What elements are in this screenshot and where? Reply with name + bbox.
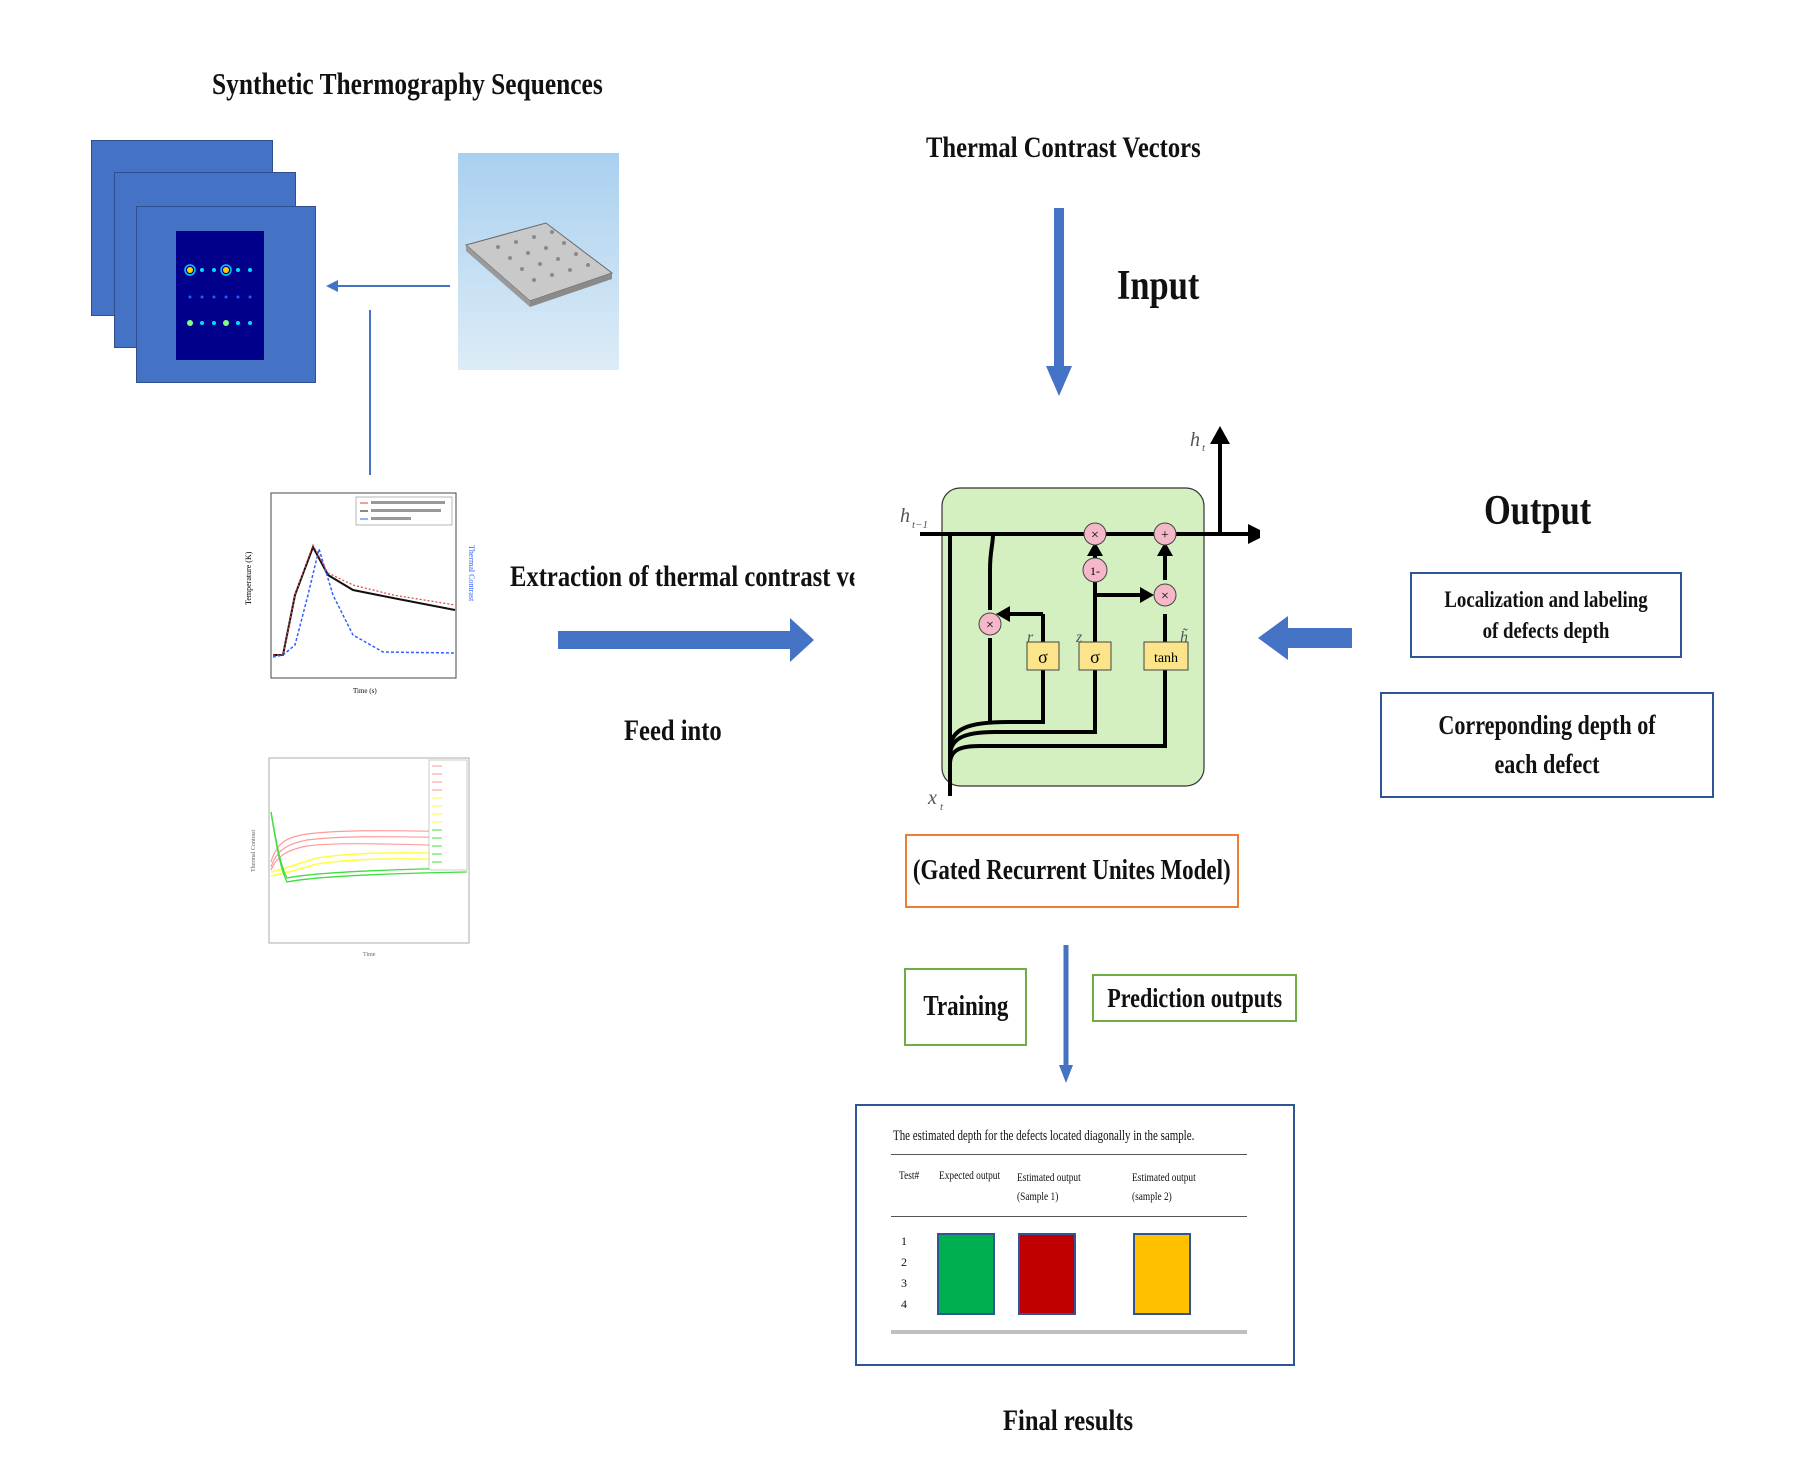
op-multiply-candidate: × (1153, 583, 1177, 607)
temperature-plot: Temperature (K) Thermal Contrast Time (s… (243, 485, 475, 700)
prediction-outputs-label: Prediction outputs (1107, 982, 1282, 1013)
table-row-2: 2 (901, 1255, 907, 1269)
svg-text:tanh: tanh (1154, 651, 1178, 666)
table-header-test: Test# (899, 1168, 920, 1182)
table-top-rule (891, 1154, 1247, 1155)
svg-text:Time (s): Time (s) (353, 687, 377, 695)
thermal-contrast-vectors-title: Thermal Contrast Vectors (926, 131, 1201, 164)
extraction-label: Extraction of thermal contrast vecto (510, 560, 855, 593)
table-row-4: 4 (901, 1297, 907, 1311)
table-row-1: 1 (901, 1234, 907, 1248)
table-bottom-rule (891, 1330, 1247, 1334)
op-add: + (1153, 522, 1177, 546)
depth-box: Correponding depth of each defect (1380, 692, 1714, 798)
thermography-frame-front (136, 206, 316, 383)
gate-sigma-reset: σ (1026, 641, 1060, 671)
svg-text:×: × (986, 618, 994, 633)
svg-text:Thermal Contrast: Thermal Contrast (467, 545, 475, 602)
feed-into-arrow (558, 618, 814, 662)
sample2-output-swatch (1133, 1233, 1191, 1315)
thermal-contrast-plot: Thermal Contrast Time (247, 752, 475, 960)
plate-model-image (458, 153, 619, 370)
op-multiply-reset: × (978, 612, 1002, 636)
localization-box: Localization and labeling of defects dep… (1410, 572, 1682, 658)
expected-output-swatch (937, 1233, 995, 1315)
svg-text:σ: σ (1038, 647, 1048, 667)
defect-hotspots (184, 264, 252, 326)
svg-text:1-: 1- (1090, 564, 1100, 578)
svg-text:+: + (1161, 528, 1169, 543)
x-in-label: x (927, 787, 937, 809)
gate-tanh: tanh (1143, 641, 1189, 671)
gate-sigma-update: σ (1078, 641, 1112, 671)
svg-text:×: × (1091, 528, 1099, 543)
h-prev-label: h (900, 505, 910, 527)
table-header-sample1: Estimated output (Sample 1) (1017, 1170, 1081, 1204)
x-in-sub: t (940, 801, 944, 813)
results-arrow (1059, 945, 1073, 1083)
svg-text:Temperature (K): Temperature (K) (244, 551, 253, 605)
gru-model-box: (Gated Recurrent Unites Model) (905, 834, 1239, 908)
r-label: r (1027, 629, 1034, 646)
output-label: Output (1484, 488, 1592, 534)
synthetic-sequences-title: Synthetic Thermography Sequences (212, 66, 603, 101)
results-table-panel: The estimated depth for the defects loca… (855, 1104, 1295, 1366)
svg-text:Time: Time (363, 952, 376, 958)
input-arrow (1046, 208, 1072, 396)
table-header-expected: Expected output (939, 1168, 1001, 1182)
op-multiply-update: × (1083, 522, 1107, 546)
table-row-3: 3 (901, 1276, 907, 1290)
localization-text: Localization and labeling of defects dep… (1444, 586, 1648, 643)
gru-model-label: (Gated Recurrent Unites Model) (913, 855, 1231, 886)
svg-text:Thermal Contrast: Thermal Contrast (251, 830, 257, 872)
table-header-rule (891, 1216, 1247, 1217)
prediction-outputs-box: Prediction outputs (1092, 974, 1297, 1022)
table-caption: The estimated depth for the defects loca… (893, 1128, 1195, 1144)
h-prev-sub: t−1 (912, 519, 928, 531)
h-tilde-label: h̃ (1180, 628, 1189, 646)
op-one-minus: 1- (1082, 557, 1108, 583)
sample1-output-swatch (1018, 1233, 1076, 1315)
h-out-label: h (1190, 429, 1200, 451)
gru-cell-diagram: × × 1- + × σ σ tanh r z h̃ h t−1 h t x t (900, 426, 1260, 813)
depth-text: Correponding depth of each defect (1438, 709, 1656, 779)
svg-text:×: × (1161, 589, 1169, 604)
svg-text:σ: σ (1090, 647, 1100, 667)
training-box: Training (904, 968, 1027, 1046)
gru-cell-body (941, 487, 1205, 787)
thermal-image (176, 231, 264, 360)
output-arrow (1258, 616, 1352, 660)
feed-into-label: Feed into (624, 714, 722, 747)
training-label: Training (922, 991, 1009, 1022)
final-results-label: Final results (1003, 1404, 1134, 1437)
table-header-sample2: Estimated output (sample 2) (1132, 1170, 1196, 1204)
plate-to-frames-arrow (326, 280, 450, 475)
z-label: z (1075, 629, 1083, 646)
h-out-sub: t (1202, 442, 1206, 454)
input-label: Input (1117, 263, 1200, 309)
